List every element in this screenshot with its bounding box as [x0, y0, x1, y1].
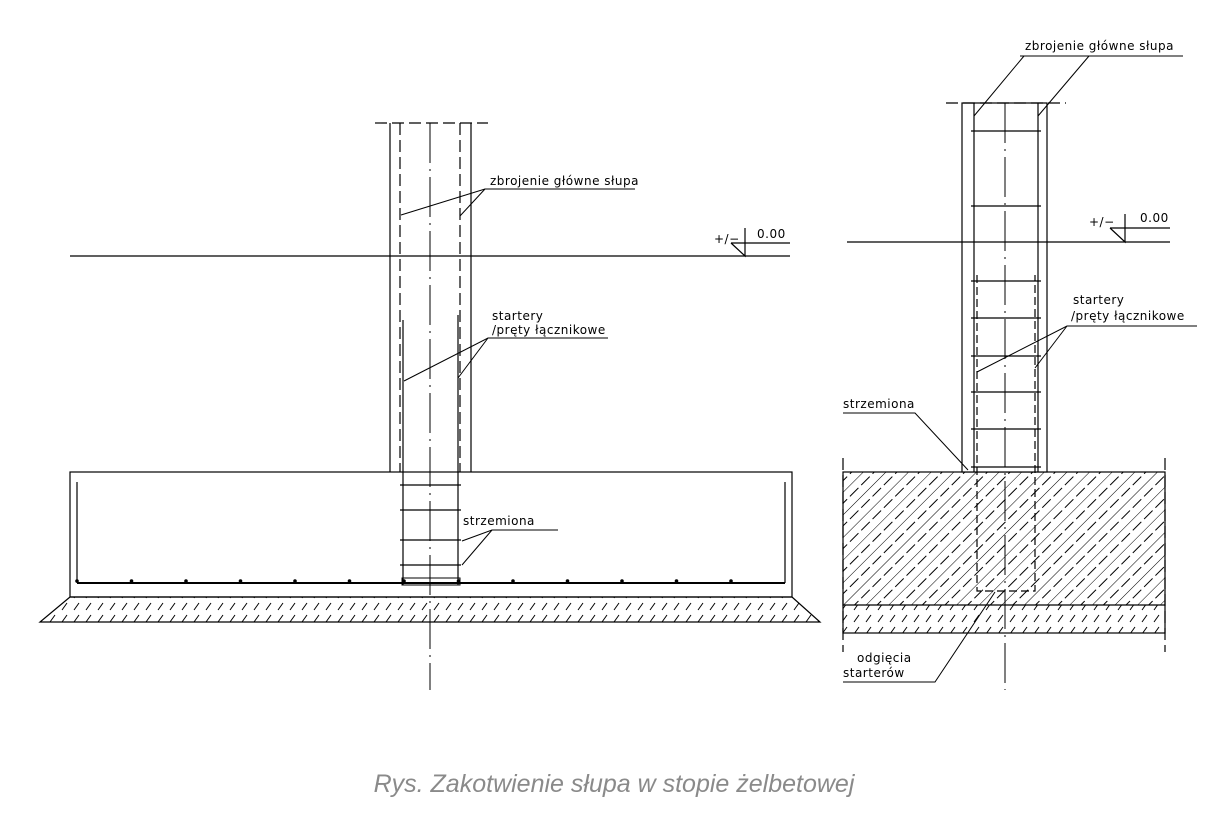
- level-marker: +/− 0.00: [1089, 211, 1170, 244]
- label-text: /pręty łącznikowe: [492, 323, 606, 337]
- rebar-dot: [674, 579, 679, 583]
- level-value: 0.00: [757, 227, 786, 241]
- label-text: zbrojenie główne słupa: [1025, 39, 1174, 53]
- rebar-dot: [293, 579, 297, 583]
- label-text: strzemiona: [843, 397, 915, 411]
- level-marker: +/− 0.00: [714, 227, 790, 258]
- rebar-dot: [565, 579, 570, 583]
- label-main-rebar: zbrojenie główne słupa: [400, 174, 639, 217]
- rebar-dot: [729, 579, 733, 583]
- label-text: zbrojenie główne słupa: [490, 174, 639, 188]
- blinding-hatch: [843, 605, 1165, 633]
- footing-hatch: [843, 472, 1165, 605]
- level-sign: +/−: [1089, 215, 1115, 229]
- label-text: odgięcia: [857, 651, 912, 665]
- stirrups: [400, 484, 461, 586]
- label-text: starterów: [843, 666, 905, 680]
- rebar-dot: [238, 579, 243, 583]
- rebar-dot: [620, 579, 624, 583]
- label-text: startery: [1073, 293, 1124, 307]
- left-drawing: +/− 0.00 zbrojenie główne słupa startery…: [38, 122, 822, 690]
- stirrups: [971, 130, 1041, 468]
- rebar-dot: [75, 579, 79, 583]
- rebar-dot: [347, 579, 352, 583]
- label-text: strzemiona: [463, 514, 535, 528]
- rebar-dot: [129, 579, 134, 583]
- footing: [69, 471, 793, 598]
- label-text: startery: [492, 309, 543, 323]
- figure-caption: Rys. Zakotwienie słupa w stopie żelbetow…: [373, 770, 855, 798]
- right-drawing: +/− 0.00 zbrojenie główne słupa startery…: [842, 39, 1197, 690]
- level-sign: +/−: [714, 232, 740, 246]
- label-main-rebar: zbrojenie główne słupa: [973, 39, 1183, 117]
- rebar-dot: [511, 579, 515, 583]
- label-starters: startery /pręty łącznikowe: [976, 293, 1197, 373]
- label-stirrups: strzemiona: [843, 397, 969, 471]
- starter-bars: [976, 275, 1036, 592]
- rebar-dot: [184, 579, 188, 583]
- level-value: 0.00: [1140, 211, 1169, 225]
- label-text: /pręty łącznikowe: [1071, 309, 1185, 323]
- label-stirrups: strzemiona: [461, 514, 558, 566]
- label-starter-bends: odgięcia starterów: [843, 591, 996, 683]
- label-starters: startery /pręty łącznikowe: [403, 309, 608, 382]
- footing-rebar: [75, 482, 786, 584]
